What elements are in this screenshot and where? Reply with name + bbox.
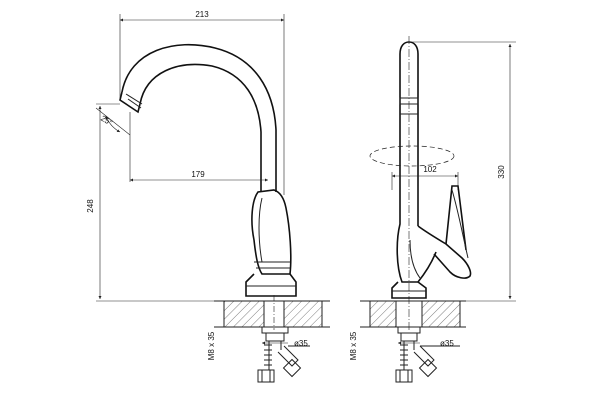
dimension-102: 102 bbox=[391, 165, 459, 190]
dimension-angle: 25° bbox=[95, 107, 131, 182]
front-countertop bbox=[360, 300, 466, 328]
front-view: 102 330 bbox=[349, 36, 516, 383]
front-body bbox=[391, 185, 472, 299]
dim-thread-label: M8 x 35 bbox=[207, 331, 216, 360]
dimension-179: 179 bbox=[130, 170, 268, 182]
dim-height-label-front: 330 bbox=[497, 165, 506, 179]
mounting-shank: ø35 M8 x 35 bbox=[207, 326, 310, 383]
dim-handle-label: 102 bbox=[423, 165, 437, 174]
front-mounting-shank: ø35 M8 x 35 bbox=[349, 326, 460, 383]
dim-height-label: 248 bbox=[86, 199, 95, 213]
swivel-range-ellipse bbox=[369, 145, 455, 167]
faucet-spout bbox=[119, 43, 277, 192]
dim-thread-label-front: M8 x 35 bbox=[349, 331, 358, 360]
side-view: 213 25° 179 bbox=[86, 10, 330, 383]
dim-width-label: 213 bbox=[195, 10, 209, 19]
front-spout bbox=[399, 36, 419, 330]
dim-reach-label: 179 bbox=[191, 170, 205, 179]
dimension-213: 213 bbox=[119, 10, 285, 195]
dimension-330: 330 bbox=[497, 44, 512, 299]
dimension-248: 248 bbox=[86, 103, 240, 302]
dim-hole-label: ø35 bbox=[294, 339, 308, 348]
faucet-body bbox=[245, 189, 297, 297]
countertop bbox=[214, 295, 330, 330]
dim-hole-label-front: ø35 bbox=[440, 339, 454, 348]
